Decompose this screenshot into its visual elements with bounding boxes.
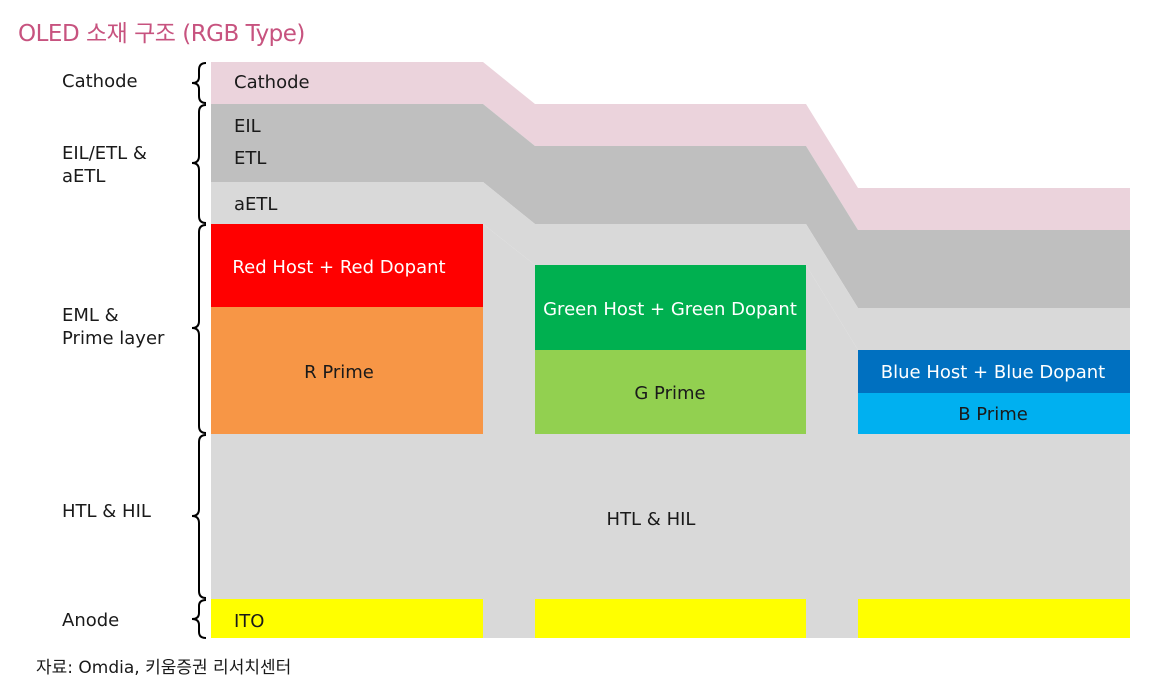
blue-prime-block: [858, 393, 1130, 434]
green-prime-block: [535, 350, 806, 434]
ito-anode-blue: [858, 599, 1130, 638]
eil-etl-layer: [211, 104, 1130, 308]
green-prime-label: G Prime: [634, 383, 705, 404]
diagram-title: OLED 소재 구조 (RGB Type): [18, 21, 305, 47]
red-host-block: [211, 224, 483, 307]
eil-label: EIL: [234, 116, 261, 137]
side-label-cathode: Cathode: [62, 71, 138, 92]
side-label-anode: Anode: [62, 610, 120, 631]
brace-cathode: [191, 62, 207, 104]
htl-anode-gap-2: [806, 599, 858, 638]
side-label-eil-etl-line2: aETL: [62, 166, 106, 187]
red-prime-label: R Prime: [304, 362, 374, 383]
ito-label: ITO: [234, 611, 264, 632]
brace-eml: [191, 224, 207, 434]
green-host-block: [535, 265, 806, 350]
aetl-label: aETL: [234, 194, 277, 215]
brace-eil-etl: [191, 104, 207, 224]
side-label-htl: HTL & HIL: [62, 501, 151, 522]
htl-hil-block: [211, 434, 1130, 599]
source-note: 자료: Omdia, 키움증권 리서치센터: [36, 658, 292, 678]
ito-anode-green: [535, 599, 806, 638]
side-label-eml: EML & Prime layer: [62, 304, 164, 350]
htl-hil-layer: [483, 224, 535, 434]
brace-htl: [191, 434, 207, 599]
etl-label: ETL: [234, 148, 266, 169]
brace-group: [191, 62, 207, 639]
ito-anode-red: [211, 599, 483, 638]
htl-hil-layer-gap: [806, 265, 858, 434]
side-label-eml-line1: EML &: [62, 305, 119, 326]
blue-host-block: [858, 350, 1130, 393]
htl-hil-label: HTL & HIL: [607, 509, 696, 530]
red-prime-block: [211, 307, 483, 434]
side-label-eil-etl: EIL/ETL & aETL: [62, 142, 147, 188]
side-label-eml-line2: Prime layer: [62, 328, 165, 349]
brace-anode: [191, 599, 207, 639]
side-label-eil-etl-line1: EIL/ETL &: [62, 143, 147, 164]
htl-anode-gap-1: [483, 599, 535, 638]
cathode-label: Cathode: [234, 72, 310, 93]
green-host-label: Green Host + Green Dopant: [543, 299, 797, 320]
red-host-label: Red Host + Red Dopant: [232, 257, 445, 278]
blue-host-label: Blue Host + Blue Dopant: [881, 362, 1105, 383]
blue-prime-label: B Prime: [958, 404, 1028, 425]
